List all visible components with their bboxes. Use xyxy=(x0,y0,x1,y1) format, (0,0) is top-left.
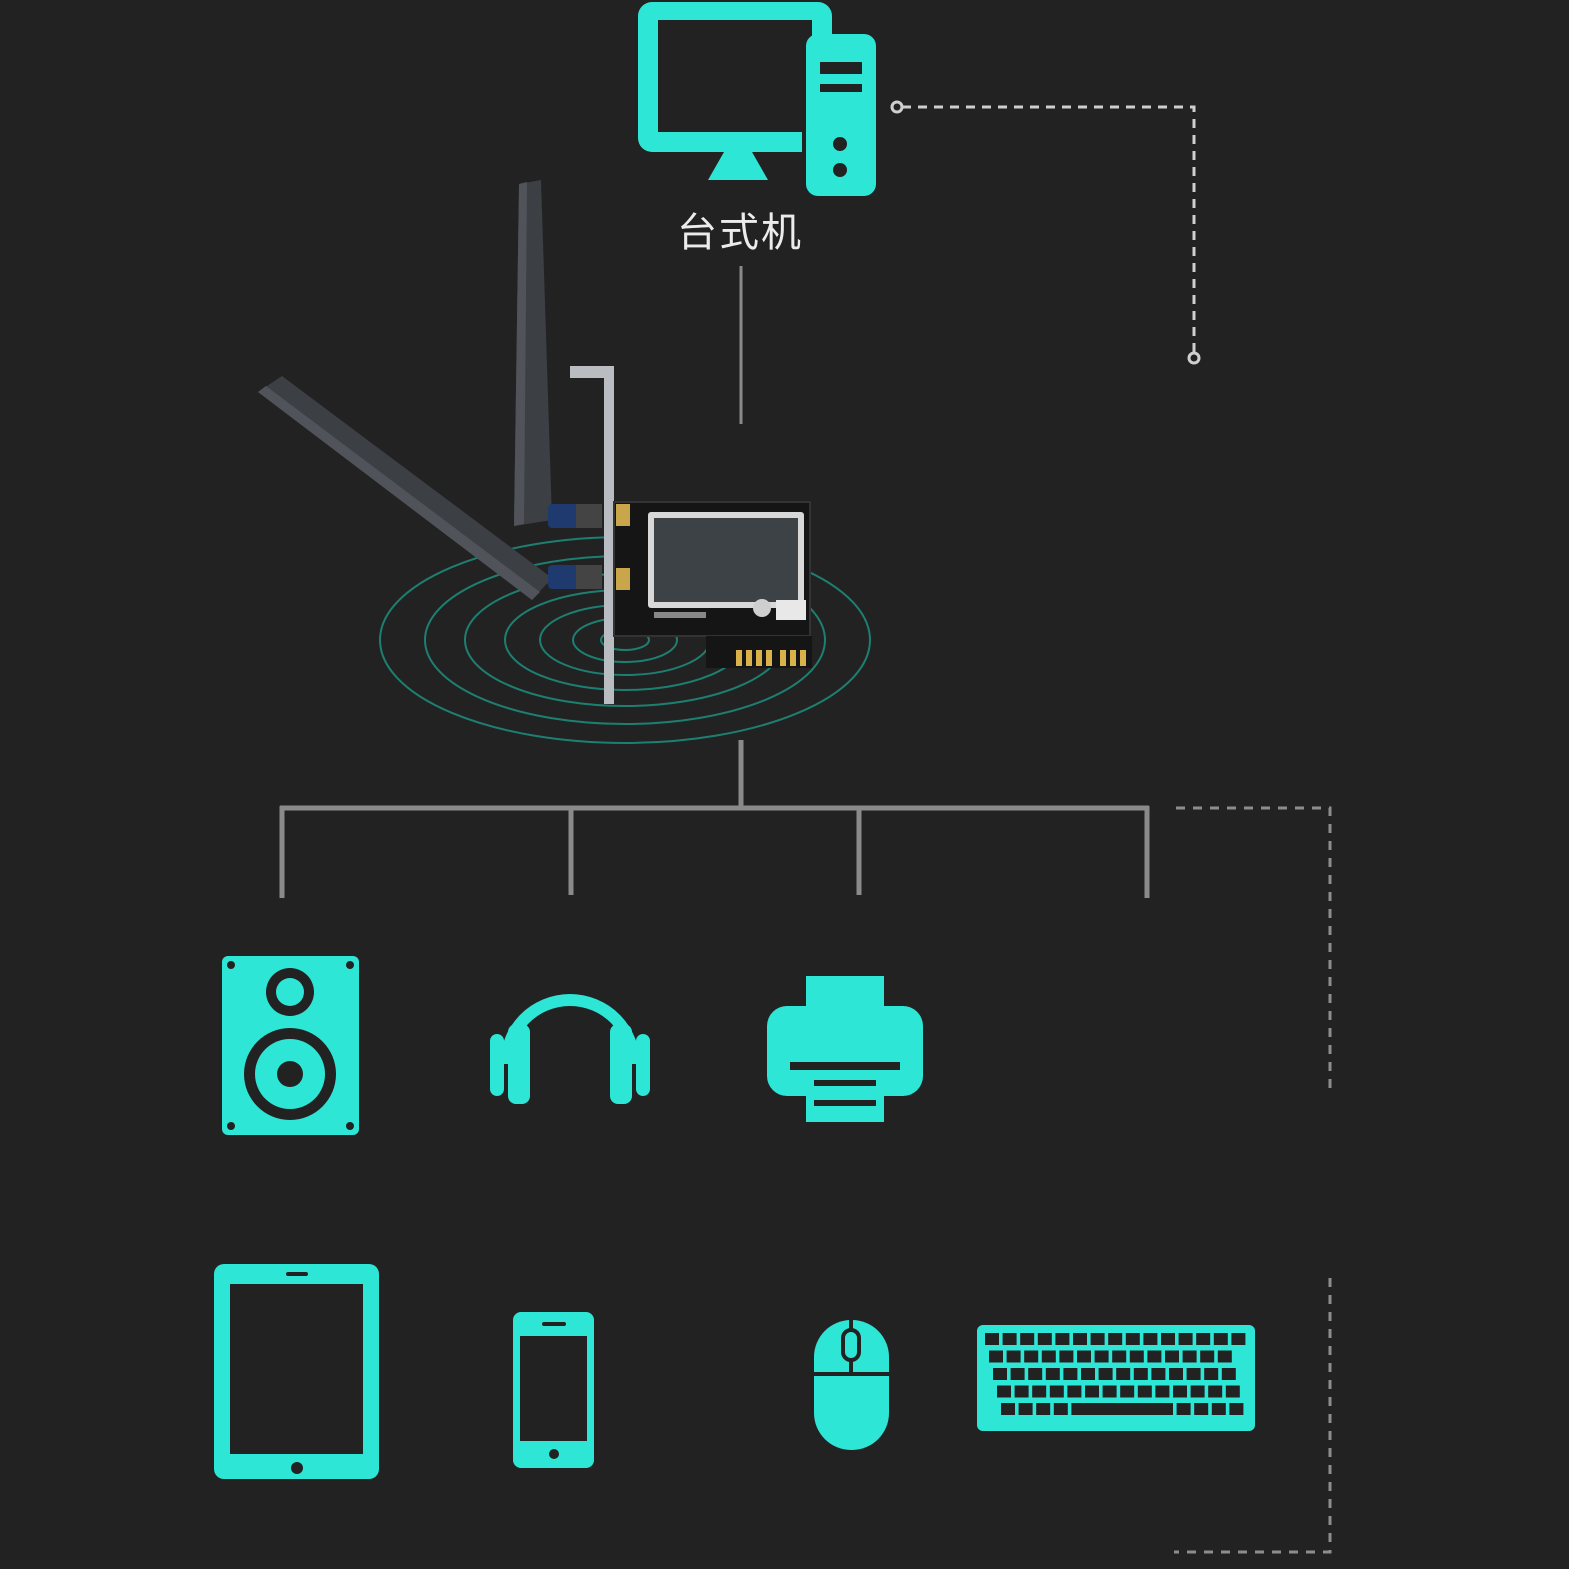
keyboard-key xyxy=(1225,1385,1240,1398)
keyboard-key xyxy=(1041,1350,1056,1363)
keyboard-key xyxy=(1213,1333,1228,1345)
keyboard-key xyxy=(1176,1403,1191,1415)
keyboard-key xyxy=(1161,1333,1175,1345)
keyboard-key xyxy=(1194,1403,1209,1415)
keyboard-key xyxy=(1196,1333,1211,1345)
mouse-icon xyxy=(814,1320,889,1450)
keyboard-key xyxy=(1094,1350,1109,1363)
keyboard-key xyxy=(1159,1403,1173,1415)
keyboard-key xyxy=(1032,1385,1047,1398)
desktop-label: 台式机 xyxy=(677,210,803,256)
keyboard-key xyxy=(1173,1385,1187,1398)
keyboard-key xyxy=(1155,1385,1170,1398)
keyboard-key xyxy=(1028,1368,1043,1380)
keyboard-key xyxy=(1137,1385,1152,1398)
keyboard-key xyxy=(985,1333,999,1345)
keyboard-key xyxy=(1067,1385,1082,1398)
keyboard-key xyxy=(989,1350,1003,1363)
keyboard-key xyxy=(1112,1350,1127,1363)
keyboard-key xyxy=(1211,1403,1226,1415)
keyboard-key xyxy=(993,1368,1007,1380)
desktop-dashed-connector xyxy=(902,105,1196,352)
connector-node-end xyxy=(1187,351,1201,365)
keyboard-key xyxy=(1102,1385,1117,1398)
speaker-icon xyxy=(222,956,359,1135)
keyboard-key xyxy=(1071,1403,1162,1415)
headphones-icon xyxy=(490,994,650,1104)
pcie-gold-fingers xyxy=(736,650,806,666)
desktop-computer-icon xyxy=(638,2,876,196)
keyboard-key xyxy=(1190,1385,1205,1398)
keyboard-key xyxy=(1063,1368,1078,1380)
printer-icon xyxy=(767,976,923,1122)
keyboard-key xyxy=(1053,1403,1068,1415)
keyboard-key xyxy=(1059,1350,1074,1363)
right-dashed-frame xyxy=(1174,806,1332,1554)
keyboard-key xyxy=(1229,1403,1244,1415)
device-tree-lines xyxy=(279,740,1150,898)
smartphone-icon xyxy=(513,1312,594,1468)
keyboard-key xyxy=(1186,1368,1201,1380)
pcie-wifi-card-icon xyxy=(258,180,871,744)
keyboard-key xyxy=(1200,1350,1215,1363)
keyboard-key xyxy=(1147,1350,1162,1363)
keyboard-key xyxy=(1081,1368,1095,1380)
keyboard-key xyxy=(1006,1350,1021,1363)
keyboard-key xyxy=(1001,1403,1015,1415)
keyboard-key xyxy=(1217,1350,1232,1363)
keyboard-key xyxy=(1085,1385,1099,1398)
keyboard-key xyxy=(1020,1333,1035,1345)
keyboard-key xyxy=(1208,1385,1223,1398)
keyboard-key xyxy=(1182,1350,1197,1363)
keyboard-key xyxy=(997,1385,1011,1398)
keyboard-key xyxy=(1073,1333,1087,1345)
antenna xyxy=(258,376,602,600)
keyboard-key xyxy=(1231,1333,1246,1345)
keyboard-key xyxy=(1090,1333,1105,1345)
keyboard-key xyxy=(1221,1368,1236,1380)
antenna xyxy=(514,180,602,528)
keyboard-key xyxy=(1178,1333,1193,1345)
keyboard-key xyxy=(1204,1368,1219,1380)
keyboard-key xyxy=(1125,1333,1140,1345)
keyboard-key xyxy=(1151,1368,1166,1380)
keyboard-key xyxy=(1036,1403,1051,1415)
keyboard-key xyxy=(1129,1350,1144,1363)
keyboard-key xyxy=(1133,1368,1148,1380)
keyboard-key xyxy=(1010,1368,1025,1380)
keyboard-key xyxy=(1018,1403,1033,1415)
tablet-icon xyxy=(214,1264,379,1479)
keyboard-icon xyxy=(977,1325,1255,1431)
keyboard-key xyxy=(1014,1385,1029,1398)
keyboard-key xyxy=(1108,1333,1123,1345)
keyboard-key xyxy=(1077,1350,1091,1363)
connector-node-start xyxy=(890,100,904,114)
keyboard-key xyxy=(1143,1333,1158,1345)
keyboard-key xyxy=(1165,1350,1179,1363)
keyboard-key xyxy=(1120,1385,1135,1398)
keyboard-key xyxy=(1024,1350,1039,1363)
keyboard-key xyxy=(1055,1333,1070,1345)
keyboard-keys xyxy=(985,1333,1246,1415)
keyboard-key xyxy=(1098,1368,1113,1380)
keyboard-key xyxy=(1037,1333,1052,1345)
keyboard-key xyxy=(1169,1368,1183,1380)
keyboard-key xyxy=(1002,1333,1017,1345)
keyboard-key xyxy=(1045,1368,1060,1380)
keyboard-key xyxy=(1049,1385,1064,1398)
keyboard-key xyxy=(1116,1368,1131,1380)
